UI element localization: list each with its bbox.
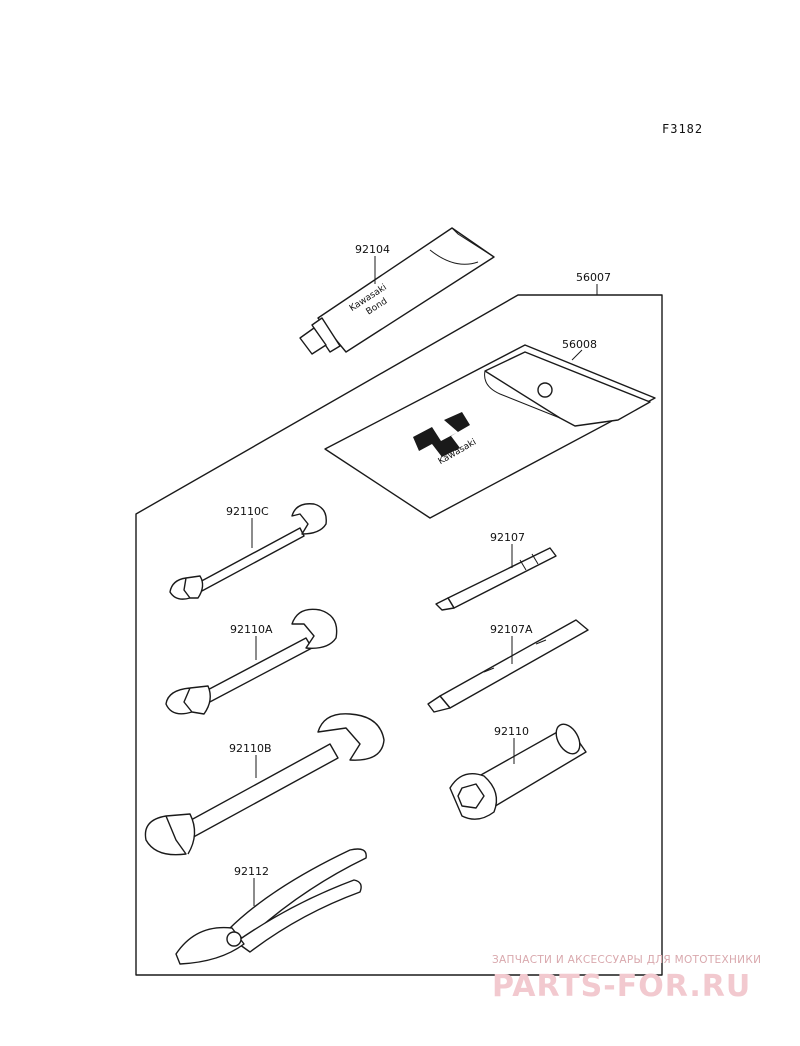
svg-text:92110: 92110 [494, 725, 529, 738]
tool-bag: Kawasaki [324, 344, 656, 519]
svg-text:92112: 92112 [234, 865, 269, 878]
callout-92107a: 92107A [490, 623, 533, 664]
svg-text:92110C: 92110C [226, 505, 269, 518]
svg-text:92107A: 92107A [490, 623, 533, 636]
watermark-logo: PARTS-FOR.RU [492, 969, 751, 1004]
svg-text:92110B: 92110B [229, 742, 272, 755]
callout-92110c: 92110C [226, 505, 269, 548]
figure-code: F3182 [662, 122, 703, 136]
callout-56008: 56008 [562, 338, 597, 361]
wrench-92110b [144, 713, 385, 856]
callout-92110b: 92110B [229, 742, 272, 778]
svg-text:56007: 56007 [576, 271, 611, 284]
svg-text:92104: 92104 [355, 243, 390, 256]
wrench-92110a [165, 608, 338, 715]
pliers-92112 [175, 848, 367, 965]
callout-92110: 92110 [494, 725, 529, 764]
wrench-92110c [169, 503, 327, 600]
watermark-tagline: ЗАПЧАСТИ И АКСЕССУАРЫ ДЛЯ МОТОТЕХНИКИ [492, 954, 761, 966]
svg-text:56008: 56008 [562, 338, 597, 351]
callout-92112: 92112 [234, 865, 269, 906]
socket-wrench-92110 [449, 723, 587, 820]
screwdriver-92107a [427, 619, 589, 713]
callout-92107: 92107 [490, 531, 525, 568]
bond-tube: Kawasaki Bond [299, 227, 495, 355]
svg-text:92107: 92107 [490, 531, 525, 544]
screwdriver-92107 [435, 547, 557, 611]
callout-92110a: 92110A [230, 623, 273, 660]
tool-kit-outline [135, 294, 663, 976]
svg-text:92110A: 92110A [230, 623, 273, 636]
callout-56007: 56007 [576, 271, 611, 295]
watermark: ЗАПЧАСТИ И АКСЕССУАРЫ ДЛЯ МОТОТЕХНИКИ PA… [492, 954, 761, 1004]
callout-92104: 92104 [355, 243, 390, 284]
